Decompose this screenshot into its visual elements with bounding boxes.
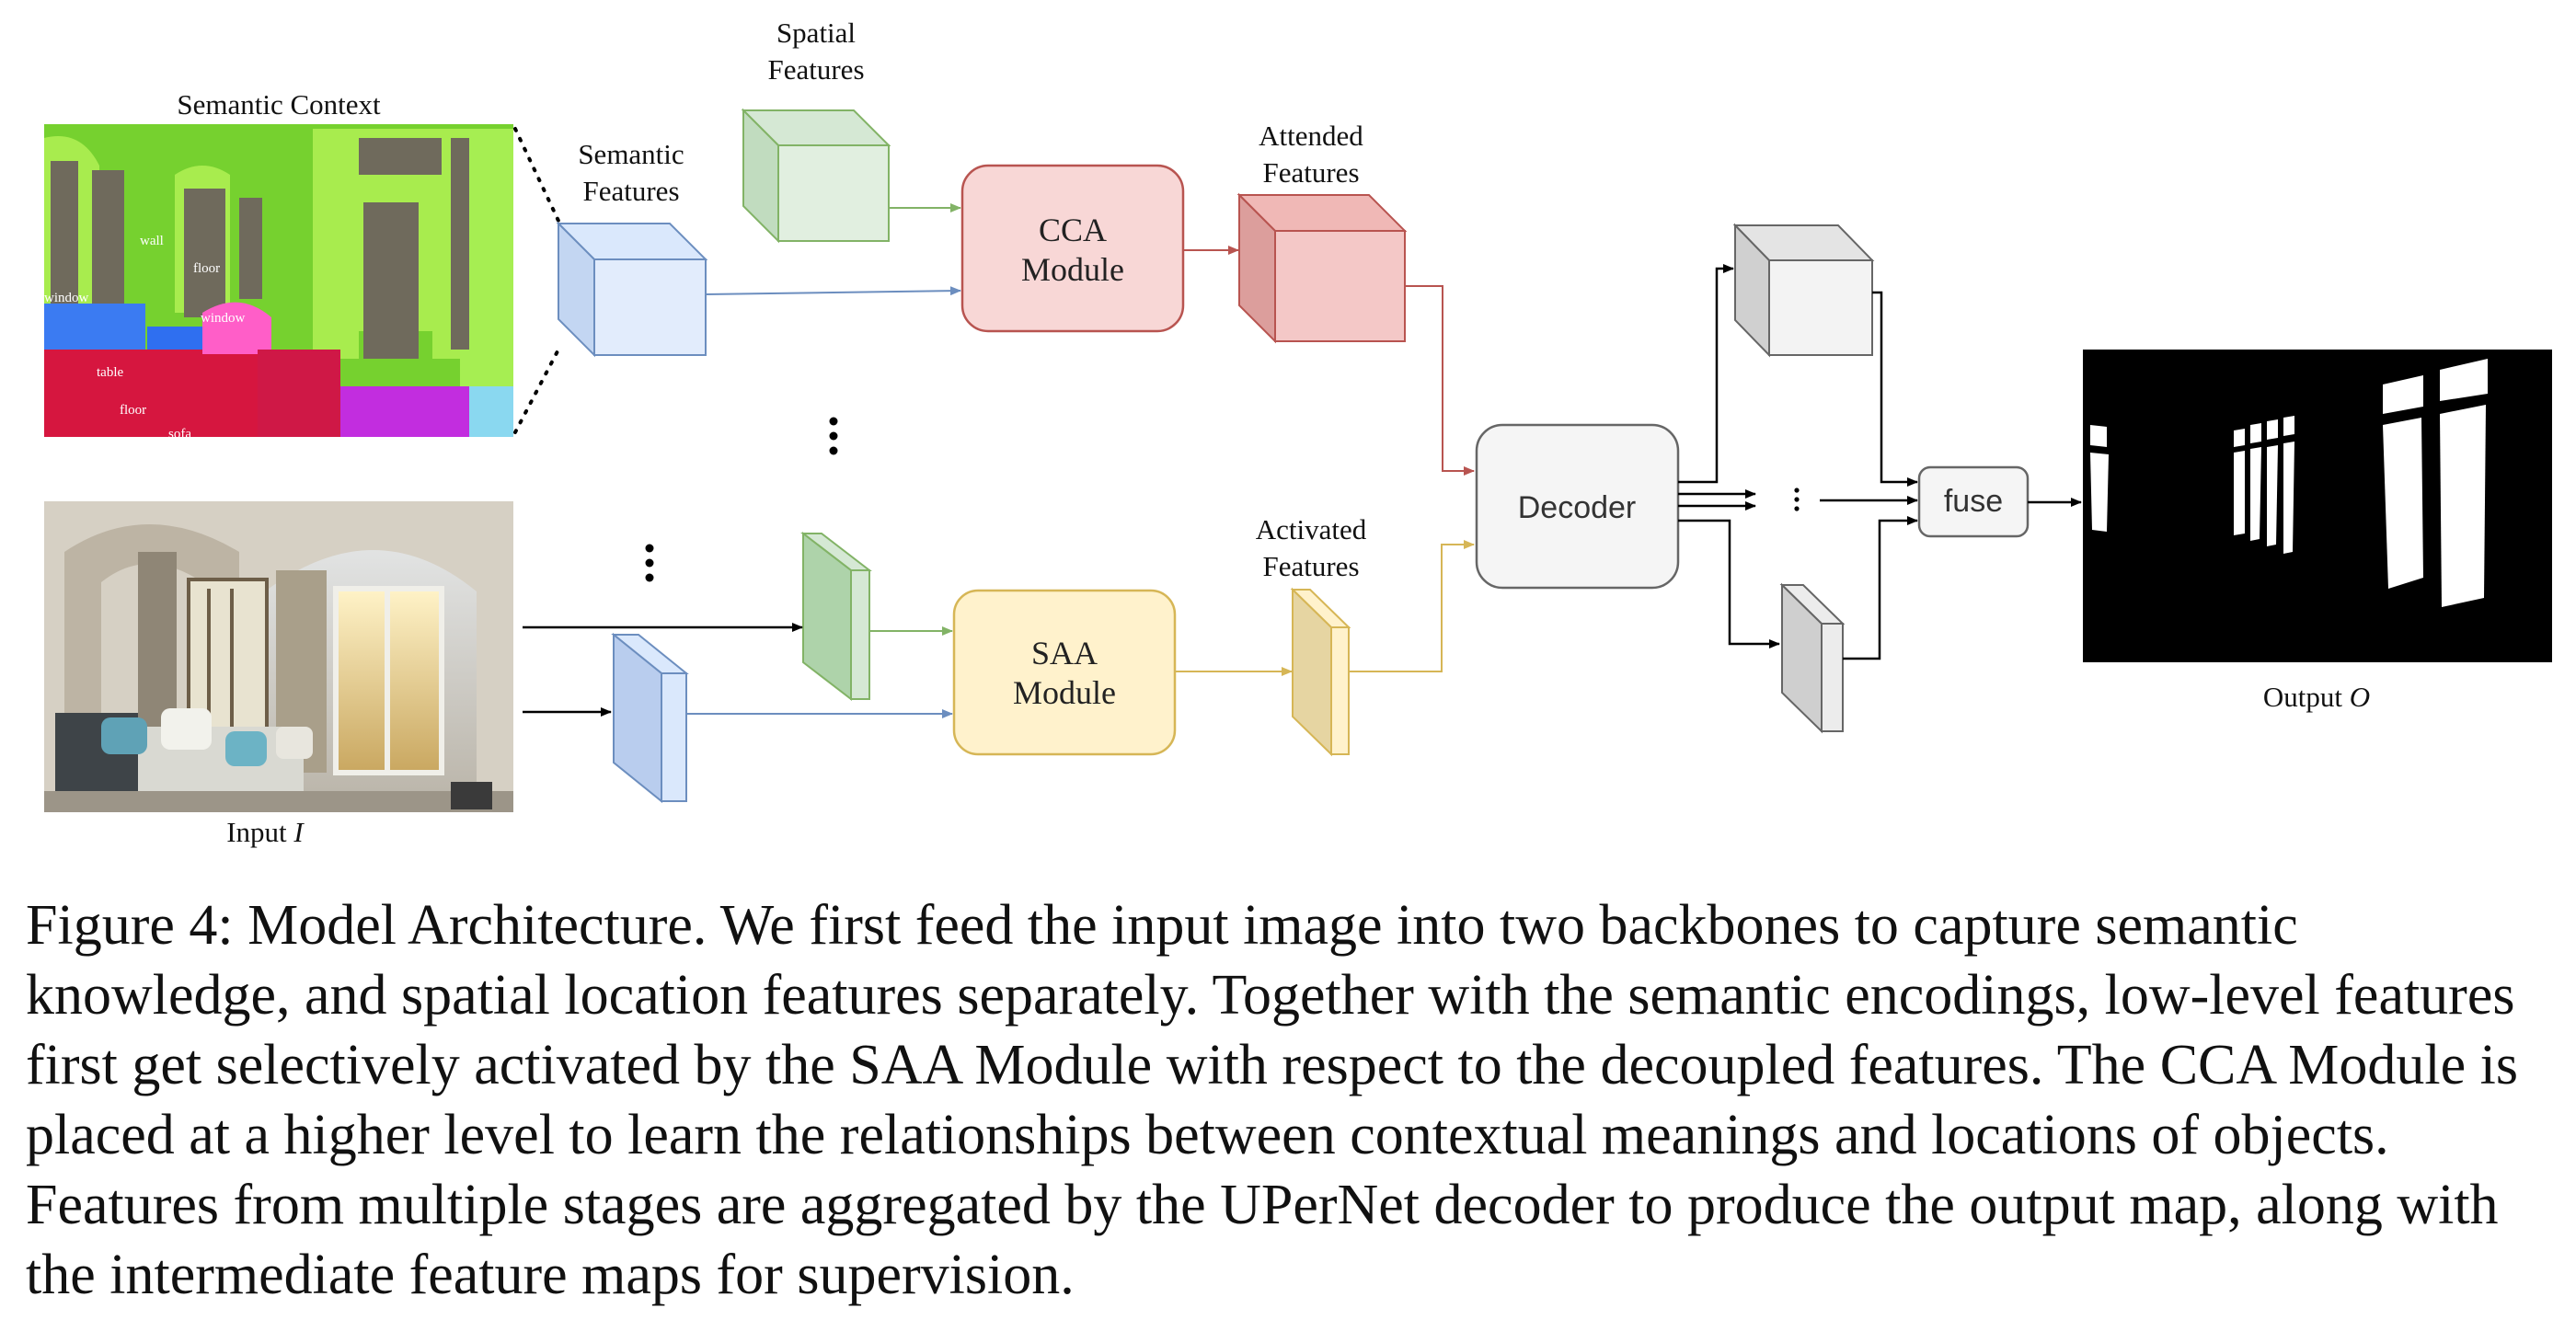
semantic-feature-slab xyxy=(611,632,689,804)
seg-tag-sofa: sofa xyxy=(168,427,191,442)
cca-module: CCA Module xyxy=(960,164,1185,333)
output-label: Output O xyxy=(2263,681,2370,713)
activated-features-label: Activated xyxy=(1256,513,1367,545)
seg-tag-window: window xyxy=(201,311,246,326)
stage-feature-slab xyxy=(1779,582,1846,734)
svg-text:SAA: SAA xyxy=(1031,635,1098,671)
architecture-diagram: Semantic Context wall floor window windo… xyxy=(44,17,2552,848)
svg-text:Module: Module xyxy=(1013,674,1116,711)
arrow xyxy=(1872,291,1918,487)
attended-features-label: Attended xyxy=(1259,120,1363,152)
attended-feature-cube xyxy=(1236,192,1408,344)
seg-tag-wall: wall xyxy=(140,234,164,248)
activated-features-label: Features xyxy=(1262,550,1359,582)
spatial-features-label: Features xyxy=(767,53,864,86)
seg-tag-floor: floor xyxy=(120,403,146,418)
fuse-module: fuse xyxy=(1917,465,2030,538)
arrow xyxy=(1843,516,1918,660)
arrow xyxy=(1405,285,1475,476)
attended-features-label: Features xyxy=(1262,156,1359,189)
ellipsis-dots xyxy=(1794,488,1800,511)
stage-feature-cube xyxy=(1732,223,1875,358)
arrow xyxy=(705,286,961,296)
semantic-context-label: Semantic Context xyxy=(177,88,381,120)
arrow xyxy=(1349,540,1475,672)
spatial-features-label: Spatial xyxy=(776,17,856,49)
spatial-feature-cube xyxy=(741,108,891,244)
saa-module: SAA Module xyxy=(952,589,1177,756)
ellipsis-dots xyxy=(645,417,838,582)
seg-tag-table: table xyxy=(97,365,123,380)
arrow xyxy=(1678,264,1734,484)
input-image xyxy=(44,501,513,812)
input-label: Input I xyxy=(226,816,305,848)
spatial-feature-slab xyxy=(800,531,872,702)
decoder-module: Decoder xyxy=(1475,423,1680,590)
segmentation-map: wall floor window window table floor sof… xyxy=(44,124,513,442)
semantic-features-label: Semantic xyxy=(578,138,684,170)
seg-tag-floor: floor xyxy=(193,261,220,276)
semantic-features-label: Features xyxy=(582,175,679,207)
svg-text:CCA: CCA xyxy=(1039,212,1107,248)
figure-caption: Figure 4: Model Architecture. We first f… xyxy=(26,894,2518,1306)
svg-text:fuse: fuse xyxy=(1944,484,2003,519)
activated-feature-slab xyxy=(1290,587,1351,757)
output-mask xyxy=(2083,350,2552,662)
svg-text:Decoder: Decoder xyxy=(1518,490,1637,525)
seg-tag-window: window xyxy=(44,291,89,305)
semantic-feature-cube xyxy=(556,221,708,358)
arrow xyxy=(1678,519,1780,648)
svg-text:Module: Module xyxy=(1021,251,1124,288)
